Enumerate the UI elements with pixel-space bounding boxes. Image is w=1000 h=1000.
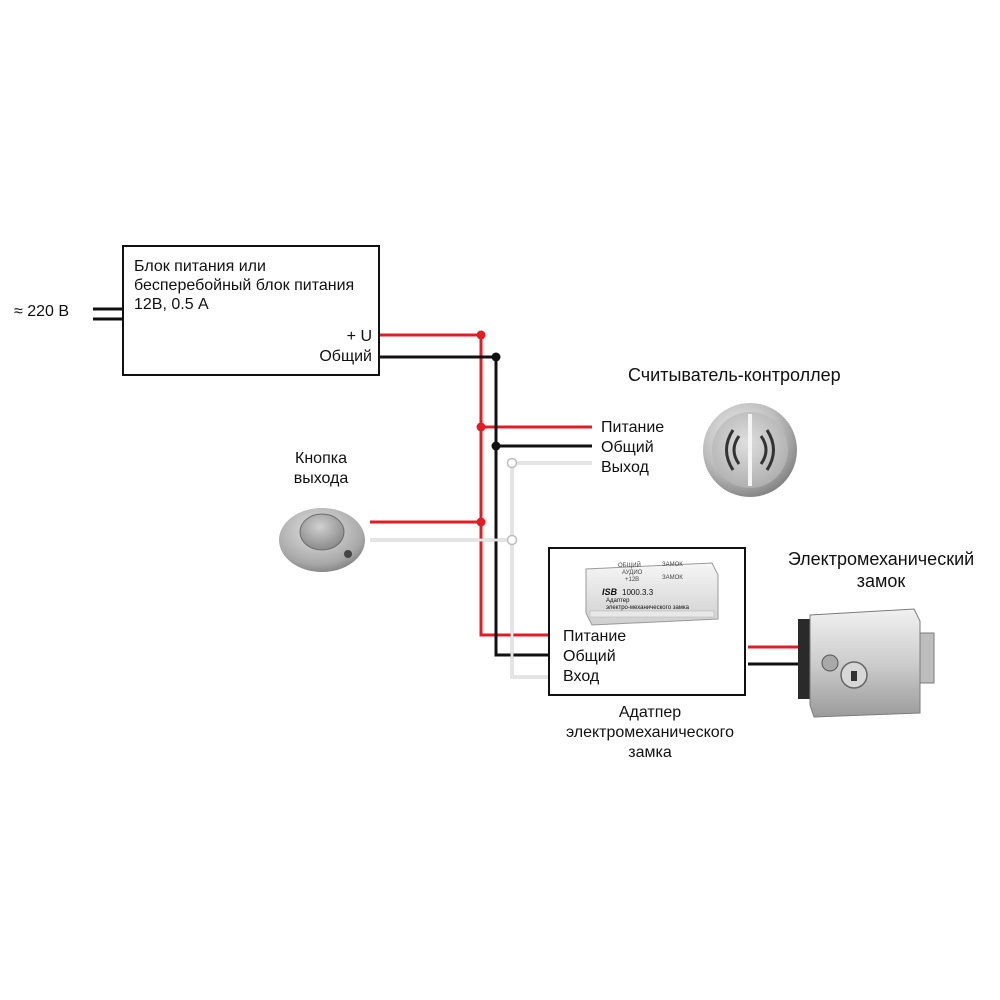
reader-output-label: Выход bbox=[601, 459, 649, 476]
common-wire bbox=[380, 355, 592, 657]
junction-dot bbox=[476, 330, 486, 340]
lock-title-line: Электромеханический bbox=[787, 549, 975, 569]
adapter-device-brand: ISB bbox=[602, 587, 618, 597]
power-supply-common-label: Общий bbox=[319, 348, 372, 365]
power-supply-plus-label: + U bbox=[346, 328, 372, 345]
adapter-power-label: Питание bbox=[563, 628, 627, 645]
rfid-wave-icon bbox=[732, 435, 741, 465]
power-supply-line: Блок питания или bbox=[134, 258, 266, 275]
power-supply-box: Блок питания или бесперебойный блок пита… bbox=[122, 245, 380, 376]
adapter-device-image bbox=[585, 562, 719, 626]
adapter-device-top-label: +12В bbox=[625, 577, 640, 583]
adapter-input-label: Вход bbox=[563, 668, 600, 685]
reader-power-label: Питание bbox=[601, 419, 665, 436]
adapter-caption-line: электромеханического bbox=[565, 724, 735, 741]
adapter-box: ОБЩИЙ ЗАМОК АУДИО +12В ЗАМОК ISB 1000.3.… bbox=[548, 547, 746, 696]
junction-dot bbox=[506, 457, 518, 469]
mains-label: ≈ 220 В bbox=[14, 303, 70, 320]
junction-dot bbox=[476, 422, 486, 432]
signal-wire-core bbox=[370, 462, 592, 678]
adapter-device-top-label: ЗАМОК bbox=[662, 562, 683, 568]
adapter-caption-line: Адатпер bbox=[618, 704, 682, 721]
reader-title: Считыватель-контроллер bbox=[628, 365, 841, 385]
plus-wire bbox=[370, 333, 592, 637]
power-supply-line: 12В, 0.5 А bbox=[134, 296, 209, 313]
exit-button-label-line: Кнопка bbox=[295, 450, 347, 467]
junction-dot bbox=[476, 517, 486, 527]
reader-device-image bbox=[703, 403, 797, 497]
adapter-device-text: электро-механического замка bbox=[606, 605, 690, 611]
exit-button-image bbox=[279, 508, 365, 572]
adapter-device-text: Адаптер bbox=[606, 598, 630, 604]
adapter-device-top-label: ОБЩИЙ bbox=[618, 563, 641, 569]
power-supply-line: бесперебойный блок питания bbox=[134, 277, 355, 294]
junction-dot bbox=[491, 441, 501, 451]
adapter-device-top-label: АУДИО bbox=[622, 570, 643, 576]
exit-button-label-line: выхода bbox=[293, 470, 349, 487]
adapter-common-label: Общий bbox=[563, 648, 616, 665]
reader-common-label: Общий bbox=[601, 439, 654, 456]
junction-dot bbox=[491, 352, 501, 362]
adapter-caption-line: замка bbox=[628, 744, 672, 761]
adapter-device-top-label: ЗАМОК bbox=[662, 575, 683, 581]
adapter-device-model: 1000.3.3 bbox=[622, 588, 654, 597]
junction-dot bbox=[506, 534, 518, 546]
lock-image bbox=[798, 608, 935, 718]
lock-title-line: замок bbox=[856, 571, 906, 591]
